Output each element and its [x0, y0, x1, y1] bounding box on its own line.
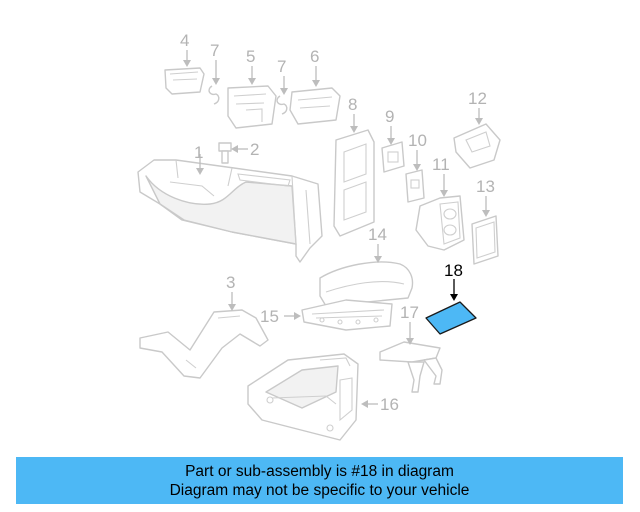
- part-7b-clip: 7: [276, 57, 288, 115]
- part-9-plate: 9: [381, 107, 405, 173]
- part-2-bolt: 2: [218, 140, 259, 164]
- parts-diagram: 4 7 5 7 6 1: [137, 31, 501, 441]
- callout-14: 14: [368, 225, 387, 244]
- callout-10: 10: [408, 131, 427, 150]
- callout-2: 2: [250, 140, 259, 159]
- callout-6: 6: [310, 47, 319, 66]
- part-5-tray: 5: [227, 47, 277, 129]
- callout-15: 15: [260, 307, 279, 326]
- callout-18: 18: [444, 261, 463, 280]
- banner-line-1: Part or sub-assembly is #18 in diagram: [185, 462, 454, 480]
- callout-13: 13: [476, 177, 495, 196]
- callout-7-left: 7: [210, 41, 219, 60]
- part-10-switch: 10: [405, 131, 427, 203]
- banner-line-2: Diagram may not be specific to your vehi…: [169, 481, 470, 499]
- callout-12: 12: [468, 89, 487, 108]
- callout-11: 11: [432, 155, 450, 174]
- part-17-bracket: 17: [379, 303, 443, 393]
- part-15-bracket: 15: [260, 299, 393, 331]
- callout-8: 8: [348, 95, 357, 114]
- part-16-housing: 16: [247, 353, 399, 441]
- part-7a-clip: 7: [208, 41, 220, 105]
- callout-5: 5: [246, 47, 255, 66]
- part-14-lid: 14: [319, 225, 414, 307]
- callout-4: 4: [180, 31, 189, 50]
- info-banner: Part or sub-assembly is #18 in diagram D…: [16, 457, 623, 504]
- part-11-cupholder: 11: [415, 155, 465, 251]
- part-3-bracket: 3: [139, 273, 269, 379]
- callout-16: 16: [380, 395, 399, 414]
- part-6-tray: 6: [289, 47, 341, 125]
- callout-1: 1: [194, 143, 203, 162]
- part-12-trim: 12: [453, 89, 501, 169]
- callout-7-right: 7: [277, 57, 286, 76]
- callout-3: 3: [226, 273, 235, 292]
- part-13-mat: 13: [471, 177, 499, 265]
- part-4-bin: 4: [164, 31, 205, 95]
- callout-9: 9: [385, 107, 394, 126]
- part-18-highlighted[interactable]: 18: [425, 261, 477, 335]
- part-8-bezel: 8: [333, 95, 375, 237]
- callout-17: 17: [400, 303, 419, 322]
- part-1-console: 1: [137, 143, 323, 263]
